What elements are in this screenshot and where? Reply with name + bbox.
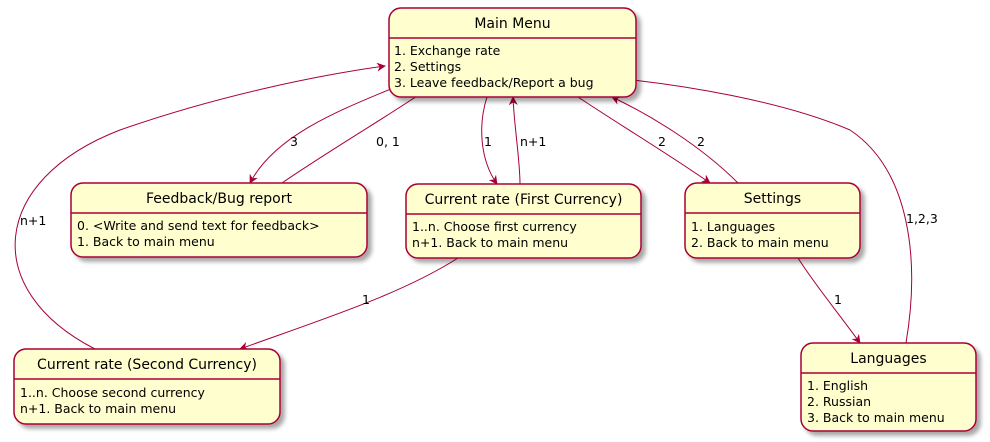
state-line: 1. Back to main menu — [77, 234, 215, 249]
edge-label-main-to-feedback: 3 — [290, 134, 298, 149]
edge-languages-to-main — [623, 75, 913, 344]
state-line: 1..n. Choose second currency — [20, 385, 206, 400]
edge-settings-to-languages — [797, 257, 861, 344]
state-line: 1. English — [807, 378, 868, 393]
state-languages: Languages 1. English 2. Russian 3. Back … — [800, 342, 977, 432]
state-second-currency: Current rate (Second Currency) 1..n. Cho… — [13, 348, 281, 425]
edge-main-to-feedback — [249, 85, 399, 184]
state-line: 3. Back to main menu — [807, 410, 945, 425]
edge-label-feedback-to-main: 0, 1 — [376, 134, 400, 149]
state-line: 0. <Write and send text for feedback> — [77, 218, 320, 233]
edge-label-settings-to-languages: 1 — [834, 292, 842, 307]
state-title: Feedback/Bug report — [146, 191, 292, 207]
edge-label-first-to-second: 1 — [362, 292, 370, 307]
state-line: n+1. Back to main menu — [20, 401, 176, 416]
state-title: Languages — [850, 351, 926, 367]
state-line: 1. Exchange rate — [394, 43, 501, 58]
edge-label-main-to-settings: 2 — [658, 134, 666, 149]
state-line: n+1. Back to main menu — [412, 235, 568, 250]
state-title: Main Menu — [474, 16, 550, 32]
edge-first-to-second — [239, 257, 459, 351]
state-line: 2. Back to main menu — [691, 235, 829, 250]
edge-label-settings-to-main: 2 — [697, 134, 705, 149]
state-first-currency: Current rate (First Currency) 1..n. Choo… — [405, 183, 642, 259]
edge-label-second-to-main: n+1 — [20, 213, 46, 228]
state-line: 3. Leave feedback/Report a bug — [394, 75, 594, 90]
state-main-menu: Main Menu 1. Exchange rate 2. Settings 3… — [388, 7, 637, 98]
edge-label-main-to-first: 1 — [484, 134, 492, 149]
edge-label-first-to-main: n+1 — [520, 134, 546, 149]
state-line: 2. Russian — [807, 394, 871, 409]
edge-feedback-to-main — [281, 85, 433, 184]
edge-label-languages-to-main: 1,2,3 — [906, 211, 938, 226]
state-line: 2. Settings — [394, 59, 461, 74]
edge-main-to-settings — [577, 96, 711, 184]
state-settings: Settings 1. Languages 2. Back to main me… — [684, 182, 861, 259]
edge-main-to-first — [481, 96, 498, 185]
state-feedback: Feedback/Bug report 0. <Write and send t… — [70, 182, 368, 258]
state-line: 1..n. Choose first currency — [412, 219, 577, 234]
state-line: 1. Languages — [691, 219, 775, 234]
edge-settings-to-main — [611, 96, 739, 184]
edge-second-to-main — [14, 62, 386, 350]
edge-first-to-main — [508, 96, 521, 185]
state-title: Current rate (First Currency) — [425, 192, 623, 208]
state-title: Current rate (Second Currency) — [37, 357, 257, 373]
state-title: Settings — [744, 191, 801, 207]
